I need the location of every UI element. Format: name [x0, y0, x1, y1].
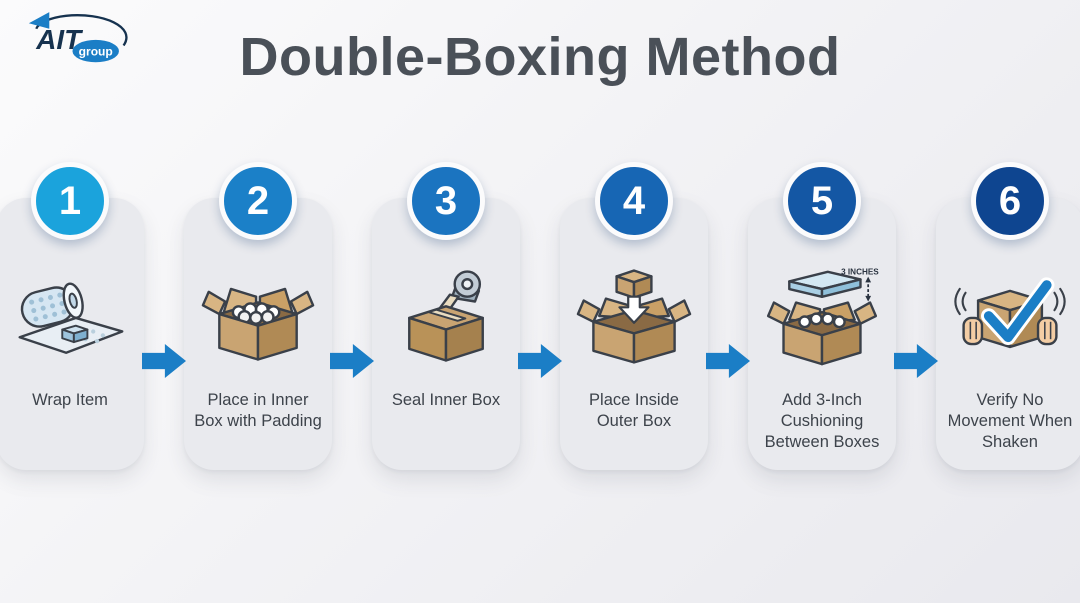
step-card-5: 5 3 INCHES: [748, 162, 896, 470]
step-card-1: 1 Wrap Item: [0, 162, 144, 470]
step-card-6: 6: [936, 162, 1080, 470]
step-caption: Add 3-Inch Cushioning Between Boxes: [764, 391, 880, 452]
arrow-icon: [894, 344, 938, 378]
steps-row: 1 Wrap Item: [0, 162, 1080, 470]
step-badge-5: 5: [783, 162, 861, 240]
step-caption: Seal Inner Box: [391, 391, 501, 409]
step-badge-1: 1: [31, 162, 109, 240]
header: AIT group Double-Boxing Method: [0, 0, 1080, 110]
page-title: Double-Boxing Method: [239, 27, 841, 87]
step-number: 4: [622, 179, 646, 223]
arrow-icon: [142, 344, 186, 378]
arrow-icon: [330, 344, 374, 378]
step-badge-2: 2: [219, 162, 297, 240]
step-caption: Place in Inner Box with Padding: [194, 391, 322, 431]
step-badge-6: 6: [971, 162, 1049, 240]
bubble-wrap-roll-icon: [0, 246, 144, 386]
logo-arrowhead-icon: [28, 12, 50, 29]
step-card-4: 4 Place Inside Outer Box: [560, 162, 708, 470]
cushion-between-boxes-icon: 3 INCHES: [748, 246, 896, 386]
step-caption: Place Inside Outer Box: [589, 391, 679, 431]
step-number: 1: [58, 179, 82, 223]
step-number: 6: [998, 179, 1022, 223]
logo-pill: [72, 39, 119, 63]
logo-subtext: group: [79, 45, 113, 59]
open-box-with-padding-icon: [184, 246, 332, 386]
step-badge-3: 3: [407, 162, 485, 240]
step-number: 2: [246, 179, 270, 223]
shake-check-box-icon: [936, 246, 1080, 386]
step-number: 3: [434, 179, 458, 223]
arrow-icon: [706, 344, 750, 378]
step-caption: Wrap Item: [32, 391, 108, 409]
arrow-icon: [518, 344, 562, 378]
cushion-annotation: 3 INCHES: [841, 267, 879, 276]
step-badge-4: 4: [595, 162, 673, 240]
taped-inner-box-icon: [372, 246, 520, 386]
step-card-3: 3 Seal Inner Box: [372, 162, 520, 470]
logo: AIT group: [14, 6, 144, 72]
checkmark-icon: [983, 280, 1052, 343]
step-card-2: 2 Place in Inner Box with Padding: [184, 162, 332, 470]
step-caption: Verify No Movement When Shaken: [947, 391, 1073, 452]
step-number: 5: [810, 179, 834, 223]
box-into-outer-box-icon: [560, 246, 708, 386]
